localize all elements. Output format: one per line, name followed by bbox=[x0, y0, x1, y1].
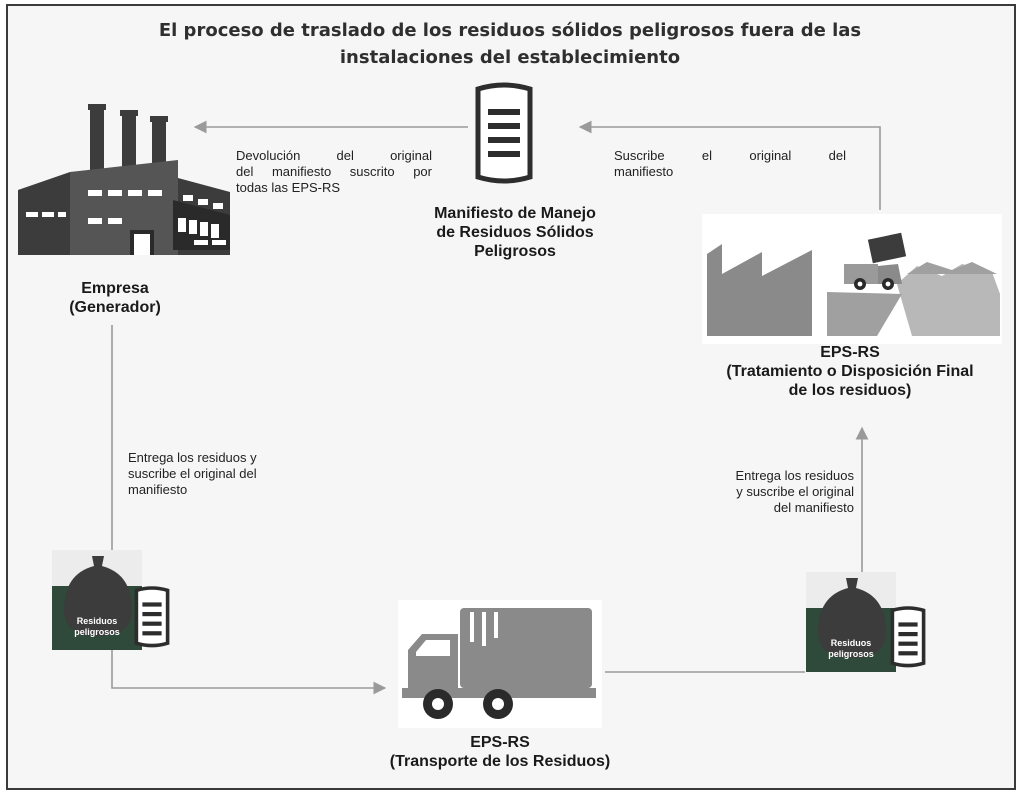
eps-final-label: EPS-RS (Tratamiento o Disposición Final … bbox=[726, 344, 974, 399]
waste-bag-icon bbox=[806, 572, 896, 672]
title-line-1: El proceso de traslado de los residuos s… bbox=[158, 20, 862, 41]
bag-left-label: Residuos peligrosos bbox=[74, 616, 120, 637]
arrow-empresa-to-transporte bbox=[111, 325, 387, 695]
eps-transporte-label: EPS-RS (Transporte de los Residuos) bbox=[389, 734, 611, 770]
factory-icon bbox=[18, 104, 230, 255]
waste-bag-icon bbox=[52, 550, 142, 650]
diagram-title: El proceso de traslado de los residuos s… bbox=[120, 17, 900, 71]
bag-right-label: Residuos peligrosos bbox=[828, 638, 874, 659]
manifest-document-icon bbox=[134, 586, 170, 648]
suscribe-note: Suscribe el original del manifiesto bbox=[614, 148, 846, 179]
manifest-document-icon bbox=[890, 606, 926, 668]
arrow-eps-final-to-manifest bbox=[578, 120, 881, 210]
manifest-document-icon bbox=[475, 82, 533, 184]
entrega-right-note: Entrega los residuos y suscribe el origi… bbox=[735, 468, 854, 515]
devolucion-note: Devolución del original del manifiesto s… bbox=[236, 148, 432, 195]
hazardous-bag-left: Residuos peligrosos bbox=[52, 550, 180, 650]
garbage-truck-icon bbox=[398, 600, 602, 728]
treatment-facility-icon bbox=[702, 214, 1002, 344]
entrega-left-note: Entrega los residuos y suscribe el origi… bbox=[128, 450, 257, 497]
manifiesto-label: Manifiesto de Manejo de Residuos Sólidos… bbox=[434, 205, 596, 260]
hazardous-bag-right: Residuos peligrosos bbox=[806, 572, 936, 672]
empresa-label: Empresa (Generador) bbox=[69, 280, 161, 316]
title-line-2: instalaciones del establecimiento bbox=[339, 47, 681, 68]
